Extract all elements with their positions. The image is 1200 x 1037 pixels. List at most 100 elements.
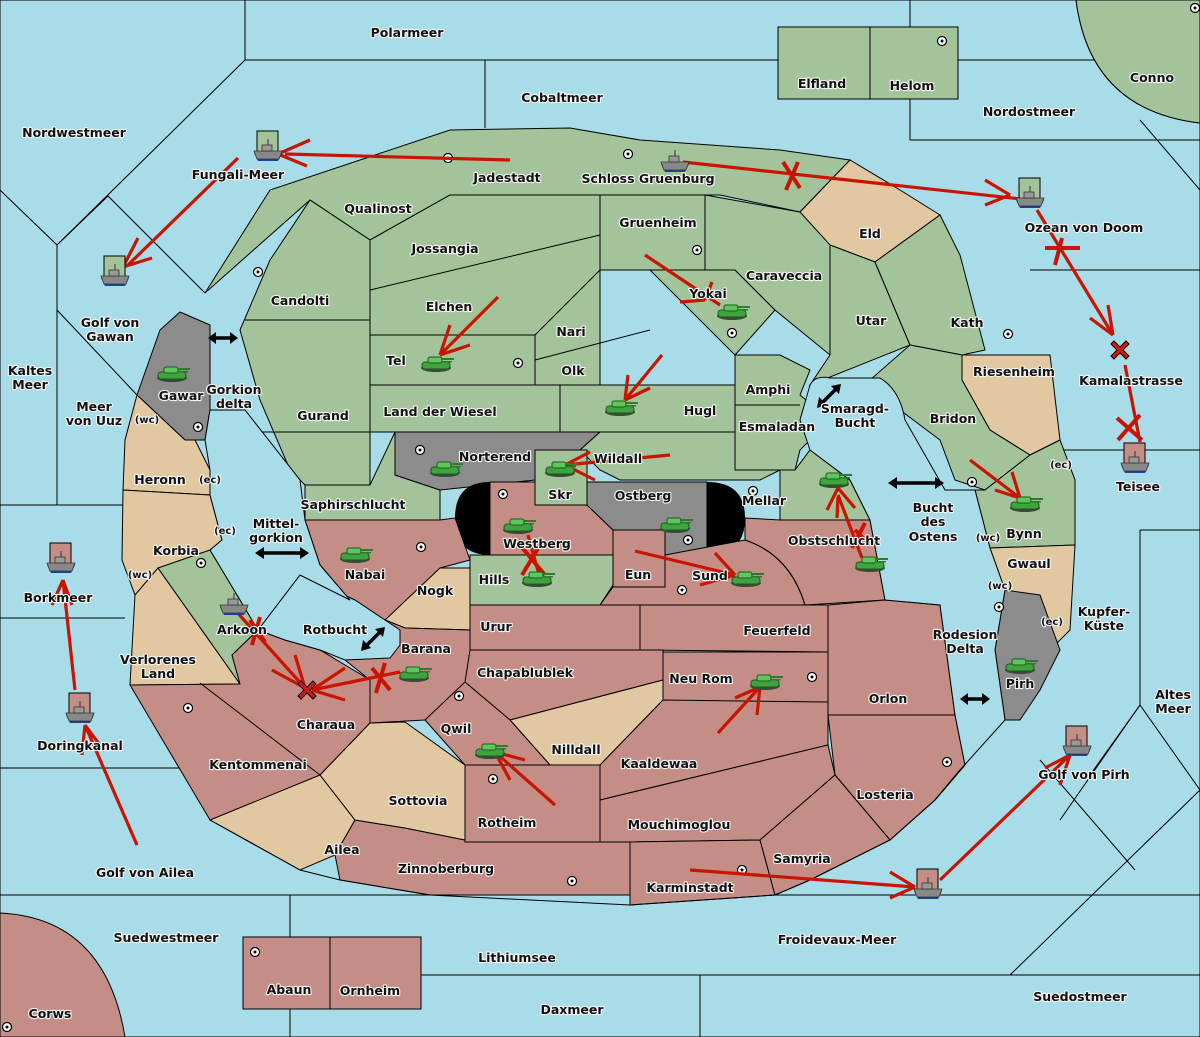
label-rodesion-delta-2: Delta xyxy=(946,641,984,656)
label-sund: Sund xyxy=(692,568,728,583)
label-ailea: Ailea xyxy=(324,842,359,857)
supply-center-westberg xyxy=(497,488,509,500)
label-suedwestmeer: Suedwestmeer xyxy=(114,930,220,945)
supply-center-zinnoberburg xyxy=(566,875,578,887)
label-arkoon: Arkoon xyxy=(217,622,267,637)
label-lithiumsee: Lithiumsee xyxy=(478,950,556,965)
territory-utar[interactable] xyxy=(808,244,911,387)
label-elfland: Elfland xyxy=(798,76,846,91)
supply-center-kentommenai xyxy=(182,702,194,714)
territory-jossangia-elchen-tel[interactable] xyxy=(369,194,601,386)
supply-center-rotheim xyxy=(487,773,499,785)
label-fungali-meer: Fungali-Meer xyxy=(192,167,285,182)
supply-center-losteria xyxy=(941,756,953,768)
label-gurand: Gurand xyxy=(297,408,349,423)
label-golf-von-ailea: Golf von Ailea xyxy=(96,865,194,880)
coast-tag-wc: (wc) xyxy=(976,533,1000,544)
coast-tag-wc: (wc) xyxy=(988,581,1012,592)
supply-center-gruenheim xyxy=(691,244,703,256)
labels: Polarmeer Cobaltmeer Nordwestmeer Nordos… xyxy=(7,24,1193,1022)
label-nordostmeer: Nordostmeer xyxy=(983,104,1076,119)
label-ozean-von-doom: Ozean von Doom xyxy=(1025,220,1144,235)
supply-center-bridon xyxy=(966,476,978,488)
label-barana: Barana xyxy=(401,641,451,656)
label-golf-von-pirh: Golf von Pirh xyxy=(1038,767,1129,782)
label-rodesion-delta-1: Rodesion xyxy=(933,627,998,642)
label-cobaltmeer: Cobaltmeer xyxy=(521,90,603,105)
label-gwaul: Gwaul xyxy=(1007,556,1050,571)
supply-center-nabai xyxy=(415,541,427,553)
coast-tag-ec: (ec) xyxy=(1050,460,1072,471)
label-bucht-des-ostens-2: des xyxy=(921,514,946,529)
territory-corws[interactable] xyxy=(0,912,126,1037)
label-qwil: Qwil xyxy=(441,721,472,736)
supply-center-norterend xyxy=(414,444,426,456)
label-land-der-wiesel: Land der Wiesel xyxy=(383,404,496,419)
label-golf-von-gawan-2: Gawan xyxy=(86,329,134,344)
label-eld: Eld xyxy=(859,226,881,241)
label-gorkion-delta-1: Gorkion xyxy=(206,382,261,397)
label-mellar: Mellar xyxy=(742,493,787,508)
label-smaragd-bucht-1: Smaragd- xyxy=(821,401,889,416)
territory-sottovia[interactable] xyxy=(319,721,466,841)
supply-center-qwil xyxy=(453,690,465,702)
double-arrow-icon xyxy=(208,332,238,344)
label-polarmeer: Polarmeer xyxy=(371,25,445,40)
supply-center-gawar xyxy=(192,421,204,433)
supply-center-yokai xyxy=(726,327,738,339)
label-gorkion-delta-2: delta xyxy=(216,396,252,411)
territory-qwil[interactable] xyxy=(424,681,552,766)
cut-mark xyxy=(248,616,267,646)
territory-ornheim[interactable] xyxy=(329,936,422,1010)
label-golf-von-gawan-1: Golf von xyxy=(81,315,140,330)
sea-rotbucht[interactable] xyxy=(257,574,401,661)
label-samyria: Samyria xyxy=(773,851,831,866)
label-meer-von-uuz-2: von Uuz xyxy=(66,413,122,428)
supply-center-kath xyxy=(1002,328,1014,340)
label-meer-von-uuz-1: Meer xyxy=(76,399,112,414)
label-yokai: Yokai xyxy=(688,286,727,301)
impassable-east-cap xyxy=(707,482,745,555)
label-bucht-des-ostens-3: Ostens xyxy=(909,529,958,544)
double-arrow-icon xyxy=(255,547,309,559)
label-mouchimoglou: Mouchimoglou xyxy=(628,817,731,832)
label-helom: Helom xyxy=(890,78,935,93)
label-jossangia: Jossangia xyxy=(410,241,478,256)
label-hugl: Hugl xyxy=(684,403,717,418)
supply-center-pirh xyxy=(993,601,1005,613)
label-saphirschlucht: Saphirschlucht xyxy=(301,497,406,512)
label-eun: Eun xyxy=(625,567,651,582)
sea-bucht-des-ostens[interactable] xyxy=(799,376,1006,801)
supply-center-helom xyxy=(936,35,948,47)
territory-elfland[interactable] xyxy=(777,26,871,100)
coast-tag-ec: (ec) xyxy=(214,526,236,537)
label-conno: Conno xyxy=(1130,70,1175,85)
label-qualinost: Qualinost xyxy=(344,201,411,216)
label-feuerfeld: Feuerfeld xyxy=(743,623,810,638)
coast-tag-ec: (ec) xyxy=(199,475,221,486)
territory-conno[interactable] xyxy=(1075,0,1200,124)
supply-center-ostberg xyxy=(682,534,694,546)
double-arrow-icon xyxy=(817,384,841,408)
label-jadestadt: Jadestadt xyxy=(472,170,540,185)
label-riesenheim: Riesenheim xyxy=(973,364,1055,379)
cut-mark xyxy=(370,662,392,694)
label-nogk: Nogk xyxy=(417,583,454,598)
label-candolti: Candolti xyxy=(271,293,330,308)
label-suedostmeer: Suedostmeer xyxy=(1033,989,1127,1004)
sea-mittel-gorkion[interactable] xyxy=(204,409,351,631)
double-arrow-icon xyxy=(361,627,385,651)
double-arrow-icon xyxy=(888,477,944,489)
label-ornheim: Ornheim xyxy=(340,983,400,998)
territory-rotheim[interactable] xyxy=(464,764,601,843)
label-rotheim: Rotheim xyxy=(478,815,537,830)
territory-neu-rom[interactable] xyxy=(662,651,829,703)
label-esmaladan: Esmaladan xyxy=(739,419,815,434)
label-urur: Urur xyxy=(480,619,512,634)
label-nari: Nari xyxy=(556,324,585,339)
label-doringkanal: Doringkanal xyxy=(37,738,123,753)
label-orlon: Orlon xyxy=(869,691,908,706)
label-abaun: Abaun xyxy=(267,982,312,997)
